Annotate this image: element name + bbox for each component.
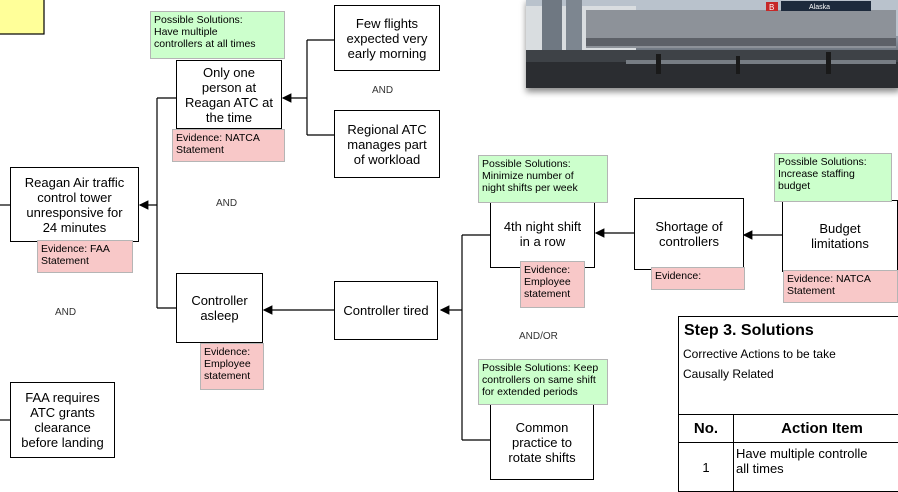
- sign-alaska: Alaska: [809, 4, 830, 11]
- evidence-natca-statement-budget: Evidence: NATCA Statement: [783, 270, 898, 303]
- evidence-faa-statement: Evidence: FAA Statement: [37, 240, 133, 273]
- evidence-blank: Evidence:: [651, 267, 745, 290]
- connector-lines: [0, 0, 782, 441]
- node-shortage-of-controllers: Shortage of controllers: [634, 198, 744, 270]
- node-common-practice: Common practice to rotate shifts: [490, 404, 594, 480]
- solution-multiple-controllers: Possible Solutions: Have multiple contro…: [150, 11, 285, 59]
- node-faa-requires: FAA requires ATC grants clearance before…: [10, 382, 115, 458]
- node-regional-atc: Regional ATC manages part of workload: [334, 110, 440, 178]
- evidence-employee-statement-asleep: Evidence: Employee statement: [200, 343, 264, 390]
- evidence-employee-statement-shift: Evidence: Employee statement: [520, 261, 585, 308]
- label-and-middle: AND: [216, 198, 238, 209]
- label-and-or: AND/OR: [519, 331, 558, 342]
- node-reagan-atc-unresponsive: Reagan Air traffic control tower unrespo…: [10, 167, 139, 242]
- node-fourth-night-shift: 4th night shift in a row: [490, 200, 595, 268]
- row-1-action: Have multiple controlle all times: [733, 442, 898, 492]
- evidence-natca-statement: Evidence: NATCA Statement: [172, 129, 285, 162]
- airport-terminal-photo: B Alaska: [526, 0, 898, 88]
- solution-minimize-night-shifts: Possible Solutions: Minimize number of n…: [478, 155, 608, 203]
- node-controller-tired: Controller tired: [334, 281, 438, 340]
- step3-subtitle: Corrective Actions to be take Causally R…: [683, 347, 836, 381]
- step3-title: Step 3. Solutions: [684, 322, 814, 339]
- node-controller-asleep: Controller asleep: [176, 273, 263, 343]
- header-action-item: Action Item: [733, 414, 898, 443]
- sign-b: B: [769, 3, 774, 12]
- header-no: No.: [678, 414, 734, 443]
- solution-keep-same-shift: Possible Solutions: Keep controllers on …: [478, 359, 608, 405]
- node-only-one-person: Only one person at Reagan ATC at the tim…: [176, 60, 282, 129]
- row-1-no: 1: [678, 442, 734, 492]
- terminal-image: B Alaska: [526, 0, 898, 88]
- label-and-left: AND: [55, 307, 77, 318]
- solution-increase-staffing: Possible Solutions: Increase staffing bu…: [774, 153, 892, 202]
- step3-solutions-panel: Step 3. Solutions Corrective Actions to …: [678, 316, 898, 492]
- node-budget-limitations: Budget limitations: [782, 200, 898, 272]
- node-few-flights: Few flights expected very early morning: [334, 5, 440, 71]
- label-and-top: AND: [372, 85, 394, 96]
